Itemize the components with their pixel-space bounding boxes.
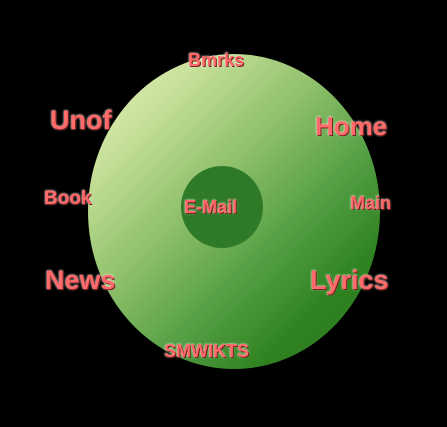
center-disc [181,166,263,248]
home-link[interactable]: Home [315,111,388,141]
bmrks-link[interactable]: Bmrks [188,50,245,70]
unof-link[interactable]: Unof [50,105,112,135]
email-link[interactable]: E-Mail [184,197,238,217]
smwikts-link[interactable]: SMWIKTS [164,341,249,361]
lyrics-link[interactable]: Lyrics [310,265,389,295]
book-link[interactable]: Book [44,188,92,209]
news-link[interactable]: News [45,265,116,295]
main-link[interactable]: Main [350,193,392,213]
